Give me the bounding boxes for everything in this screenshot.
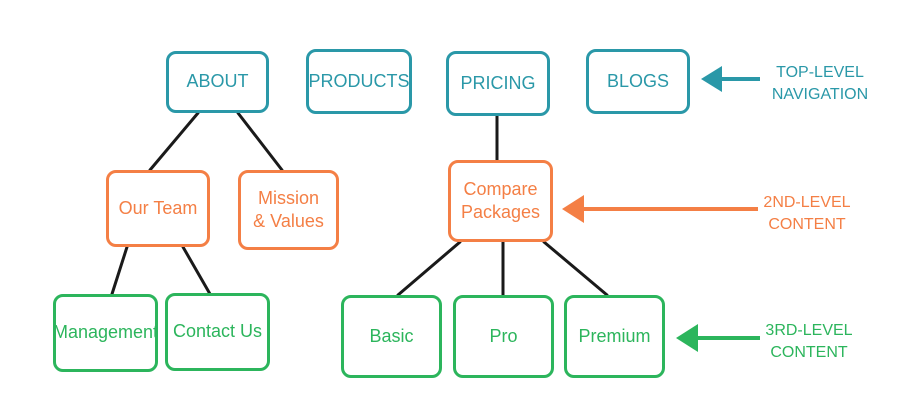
node-basic[interactable]: Basic xyxy=(341,295,442,378)
arrow-second-level xyxy=(562,195,758,223)
node-blogs-label: BLOGS xyxy=(606,70,670,91)
connector-ourteam-management xyxy=(110,245,129,296)
node-mission-values[interactable]: Mission & Values xyxy=(238,170,339,250)
legend-second-level: 2ND-LEVEL CONTENT xyxy=(752,192,862,237)
node-basic-label: Basic xyxy=(369,325,414,346)
node-pro-label: Pro xyxy=(489,325,518,346)
node-pricing[interactable]: PRICING xyxy=(446,51,550,116)
node-our-team-label: Our Team xyxy=(118,197,198,218)
legend-second-line2: CONTENT xyxy=(768,216,846,234)
legend-top-line2: NAVIGATION xyxy=(771,86,869,104)
legend-top-line1: TOP-LEVEL xyxy=(776,64,864,81)
node-management-label: Management xyxy=(52,322,159,343)
legend-third-line1: 3RD-LEVEL xyxy=(765,322,853,339)
node-pricing-label: PRICING xyxy=(460,72,536,93)
connector-about-ourteam xyxy=(148,111,200,172)
legend-second-line1: 2ND-LEVEL xyxy=(763,194,851,211)
arrow-top-level xyxy=(701,66,760,92)
legend-third-line2: CONTENT xyxy=(770,344,848,362)
node-premium[interactable]: Premium xyxy=(564,295,665,378)
node-products-label: PRODUCTS xyxy=(308,70,410,91)
connector-about-mission xyxy=(236,111,284,172)
node-contact-us-label: Contact Us xyxy=(172,321,263,342)
arrow-third-level xyxy=(676,324,760,352)
node-compare-line1: Compare xyxy=(463,178,538,199)
node-blogs[interactable]: BLOGS xyxy=(586,49,690,114)
node-compare-line2: Packages xyxy=(460,202,541,222)
node-products[interactable]: PRODUCTS xyxy=(306,49,412,114)
legend-top-level: TOP-LEVEL NAVIGATION xyxy=(760,62,880,107)
node-compare-packages[interactable]: Compare Packages xyxy=(448,160,553,242)
connector-compare-basic xyxy=(396,240,462,297)
node-about-label: ABOUT xyxy=(186,71,249,92)
node-pro[interactable]: Pro xyxy=(453,295,554,378)
node-premium-label: Premium xyxy=(578,325,651,346)
node-mission-line1: Mission xyxy=(257,187,319,208)
node-our-team[interactable]: Our Team xyxy=(106,170,210,247)
legend-third-level: 3RD-LEVEL CONTENT xyxy=(754,320,864,365)
connector-compare-premium xyxy=(542,240,609,297)
node-contact-us[interactable]: Contact Us xyxy=(165,293,270,371)
node-management[interactable]: Management xyxy=(53,294,158,372)
node-about[interactable]: ABOUT xyxy=(166,51,269,113)
node-mission-line2: & Values xyxy=(253,211,324,231)
connector-ourteam-contactus xyxy=(181,245,212,296)
